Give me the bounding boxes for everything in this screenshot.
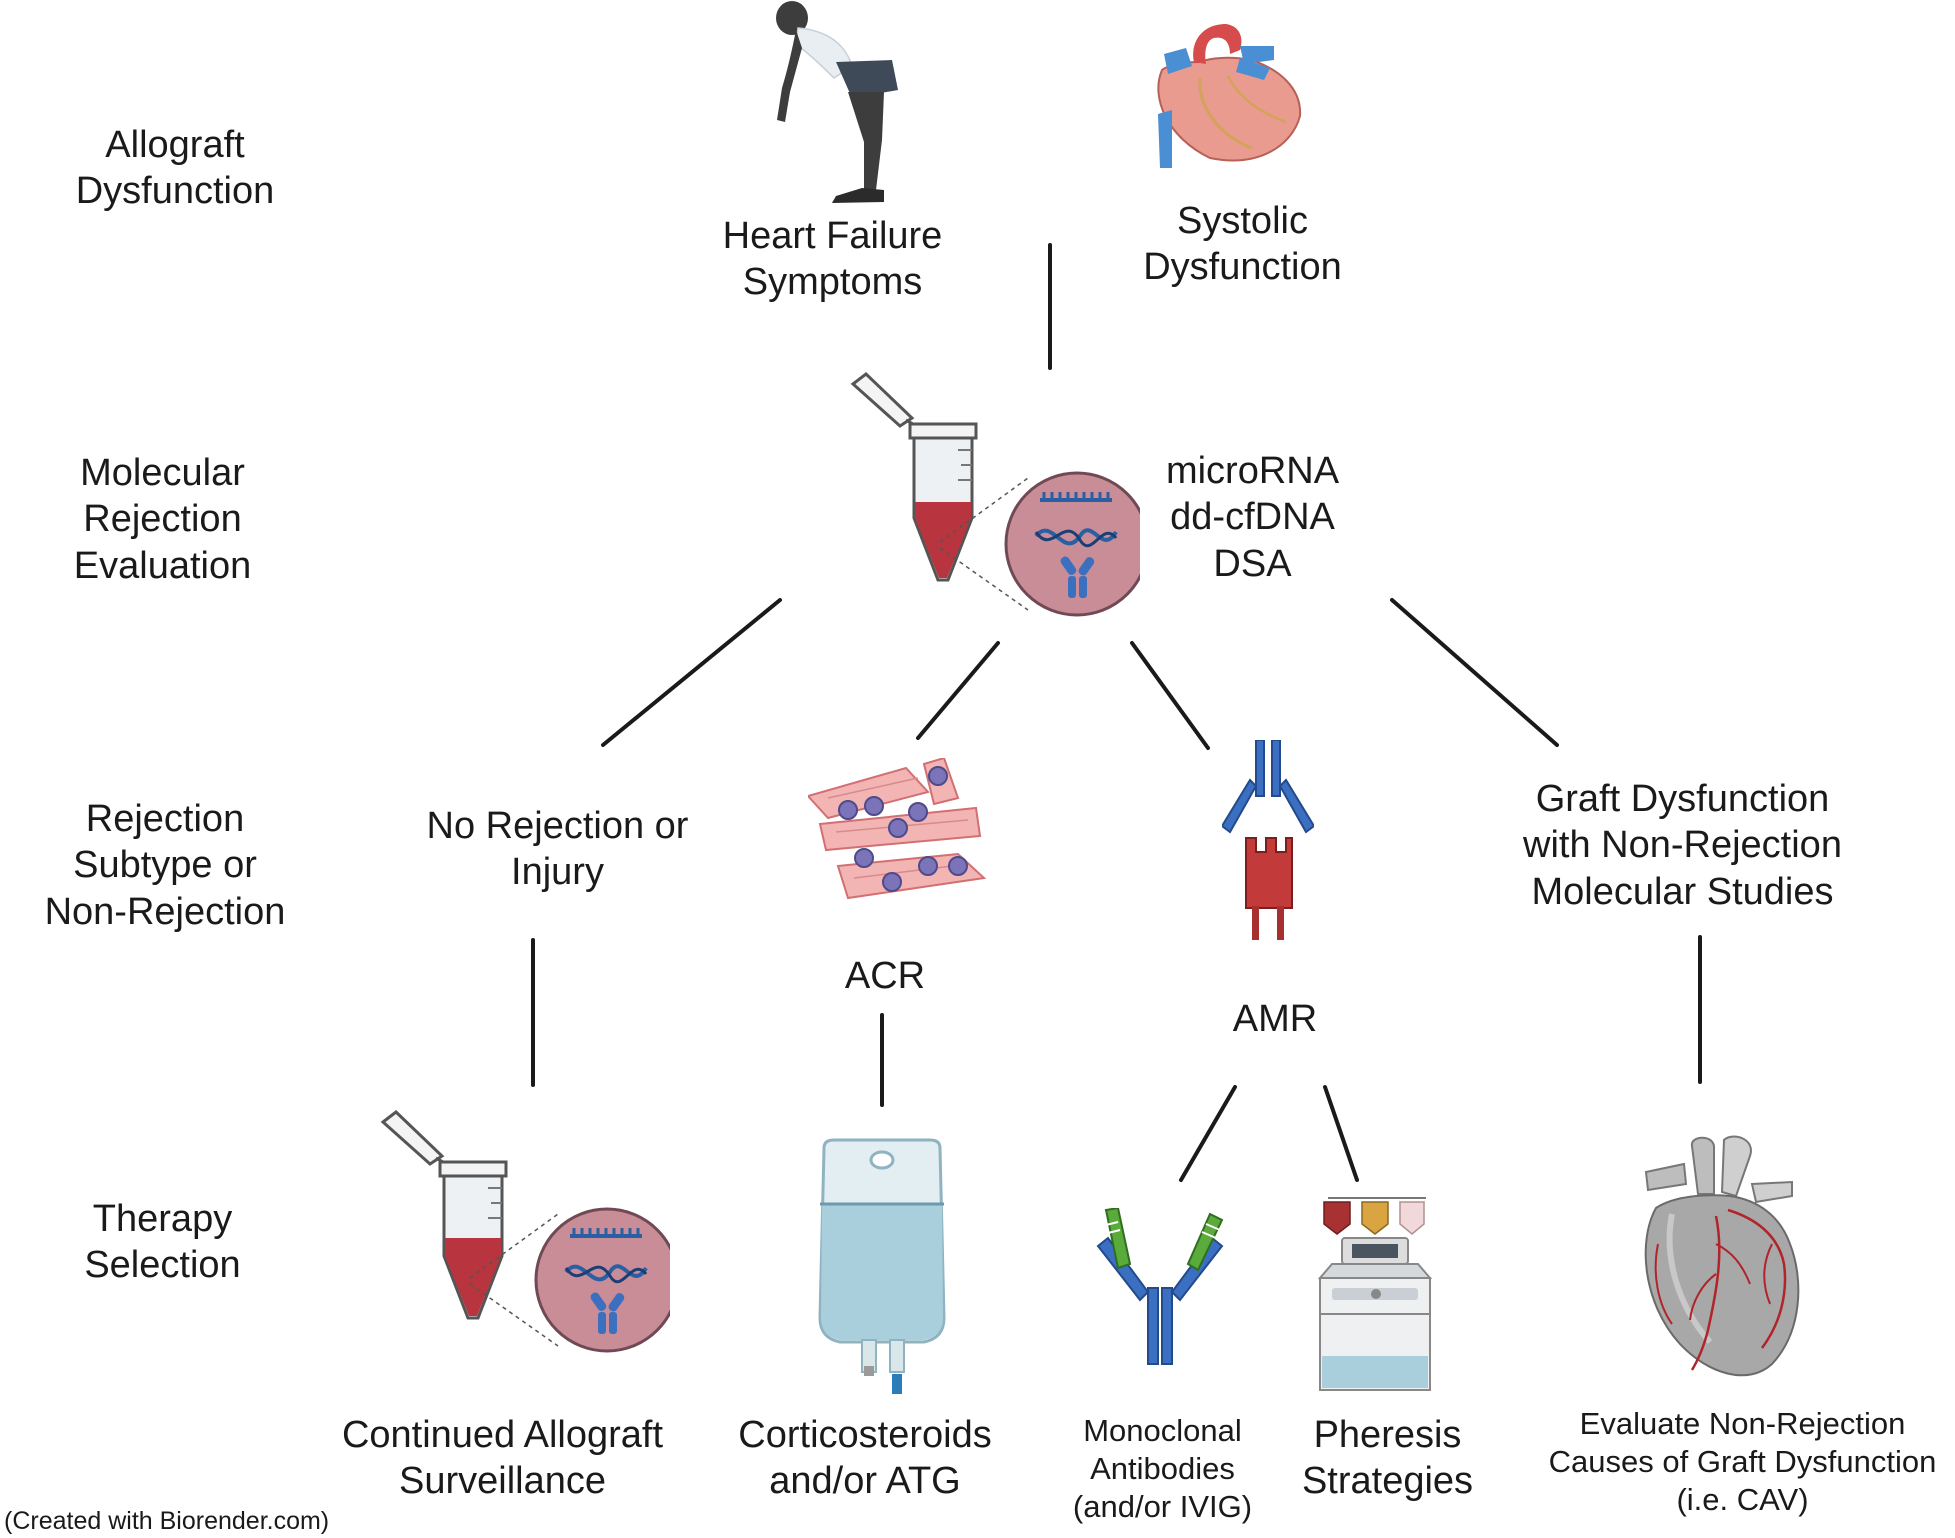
- pheresis-machine-icon: [1318, 1197, 1433, 1391]
- continued-surveillance-label: Continued Allograft Surveillance: [341, 1414, 664, 1503]
- credit-text: (Created with Biorender.com): [4, 1507, 330, 1535]
- connector-to-amr: [1130, 641, 1210, 750]
- pheresis-strategies-label: Pheresis Strategies: [1301, 1414, 1474, 1503]
- sample-tube-icon: [850, 372, 978, 582]
- corticosteroids-label: Corticosteroids and/or ATG: [738, 1414, 992, 1503]
- no-rejection-label: No Rejection or Injury: [426, 805, 689, 894]
- row-label-molecular-rejection-evaluation: Molecular Rejection Evaluation: [73, 452, 252, 587]
- monoclonal-antibodies-label: Monoclonal Antibodies (and/or IVIG): [1072, 1413, 1253, 1524]
- connector-amr-to-pheresis: [1323, 1085, 1359, 1182]
- molecular-markers-label: microRNA dd-cfDNA DSA: [1165, 450, 1340, 585]
- acr-label: ACR: [844, 955, 926, 997]
- connector-to-graft-dysfunction: [1390, 598, 1559, 747]
- sample-tube-icon: [380, 1110, 508, 1320]
- antibody-binding-icon: [1222, 740, 1314, 940]
- row-label-allograft-dysfunction: Allograft Dysfunction: [75, 124, 275, 213]
- row-label-rejection-subtype: Rejection Subtype or Non-Rejection: [44, 798, 286, 933]
- molecule-magnifier-icon: [470, 1207, 670, 1353]
- monoclonal-antibody-icon: [1096, 1208, 1224, 1365]
- heart-anatomy-icon: [1157, 24, 1302, 168]
- graft-dysfunction-label: Graft Dysfunction with Non-Rejection Mol…: [1523, 778, 1842, 913]
- heart-failure-symptoms-label: Heart Failure Symptoms: [722, 215, 943, 304]
- heart-cav-icon: [1644, 1135, 1800, 1377]
- connector-to-no-rejection: [601, 598, 782, 747]
- evaluate-non-rejection-label: Evaluate Non-Rejection Causes of Graft D…: [1548, 1406, 1937, 1517]
- iv-bag-icon: [818, 1138, 946, 1394]
- amr-label: AMR: [1232, 998, 1318, 1040]
- connector-to-acr: [916, 641, 1000, 740]
- systolic-dysfunction-label: Systolic Dysfunction: [1143, 200, 1342, 289]
- molecule-magnifier-icon: [940, 471, 1140, 617]
- connector-amr-to-monoclonal: [1179, 1085, 1237, 1182]
- row-label-therapy-selection: Therapy Selection: [84, 1198, 241, 1287]
- myocyte-cells-icon: [808, 758, 986, 900]
- person-bending-icon: [776, 1, 898, 203]
